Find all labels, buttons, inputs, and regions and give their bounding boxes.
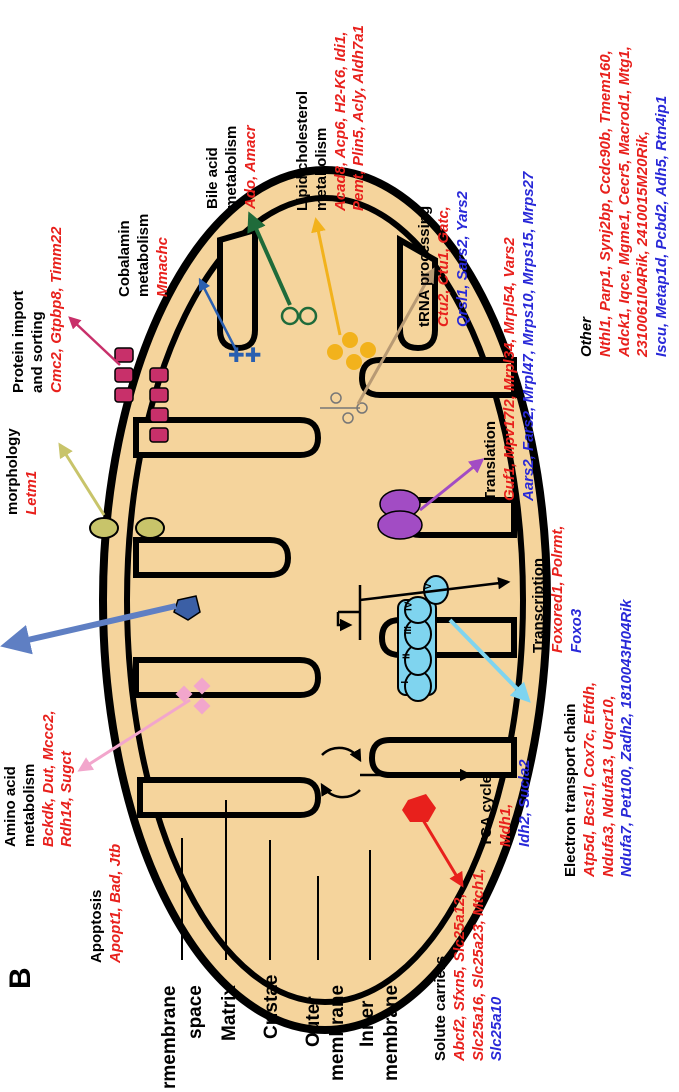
bile-acid-label: Bile acid metabolism Ado, Amacr	[204, 125, 260, 209]
etc-complex-iv: IV	[403, 602, 416, 611]
legend-matrix: Matrix	[218, 985, 242, 1041]
etc-complex-ii: II	[402, 653, 415, 659]
legend-intermembrane: rmembrane	[158, 986, 182, 1090]
etc-complex-iii: III	[403, 626, 416, 634]
legend-outer-membrane: membrane	[326, 985, 350, 1081]
legend-inner: Inner	[356, 1001, 380, 1047]
solute-carriers-label: Solute carriers Abcf2, Sfxn5, Slc25a12, …	[432, 868, 507, 1061]
trna-label: tRNA processing Ctu2, Ctu1, Gatc, Qrsl1,…	[416, 191, 472, 327]
apoptosis-label: Apoptosis Apopt1, Bad, Jtb	[88, 844, 126, 963]
amino-acid-label: Amino acid metabolism Bckdk, Dut, Mccc2,…	[2, 710, 77, 847]
panel-letter: B	[2, 967, 40, 989]
etc-complex-v: V	[423, 583, 436, 590]
morphology-label: morphology Letm1	[4, 428, 42, 515]
transcription-label: Transcription Foxored1, Polrmt, Foxo3	[530, 525, 586, 653]
etc-complex-i: I	[400, 681, 413, 684]
protein-import-label: Protein import and sorting Cmc2, Gtpbp8,…	[10, 227, 66, 393]
legend-cristae: Cristae	[260, 975, 284, 1039]
translation-label: Translation Guf1, Mpv17l2, Mrpl34, Mrpl5…	[482, 172, 538, 501]
other-label: Other Nthl1, Parp1, Synj2bp, Ccdc90b, Tm…	[578, 46, 672, 357]
lipid-label: Lipid/cholesterol metabolism Acad8, Acp6…	[294, 25, 369, 211]
cobalamin-label: Cobalamin metabolism Mmachc	[116, 214, 172, 297]
tca-label: TCA cycle Mdh1, Idh2, Sucla2	[478, 759, 534, 847]
legend-inner-membrane: membrane	[380, 985, 404, 1081]
legend-space: space	[184, 985, 208, 1039]
legend-outer: Outer	[302, 996, 326, 1047]
